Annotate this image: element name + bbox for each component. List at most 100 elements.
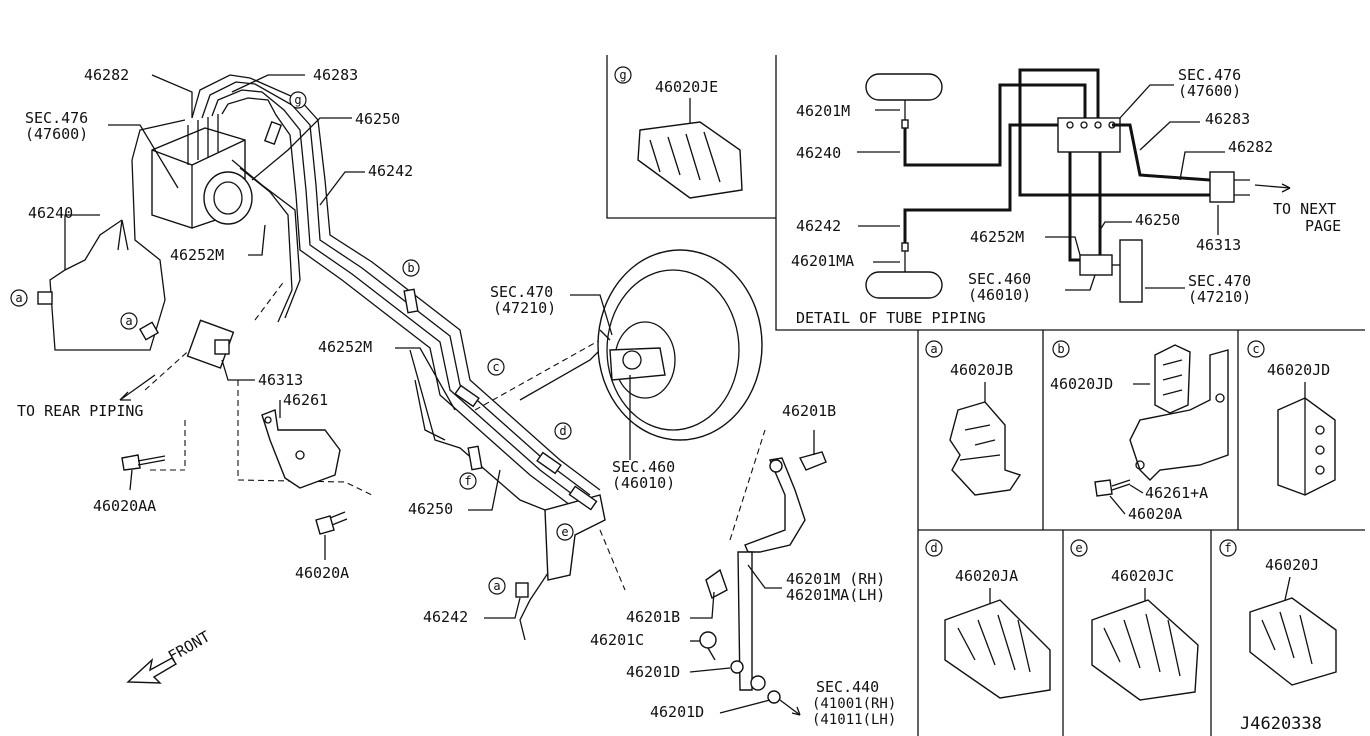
label-46020A-b: 46020A bbox=[1128, 505, 1182, 523]
main-labels: 46282 46283 SEC.476 (47600) 46250 46242 … bbox=[17, 66, 896, 728]
label-46283: 46283 bbox=[313, 66, 358, 84]
label-sec470: SEC.470 bbox=[490, 283, 553, 301]
callout-a-inset: a bbox=[930, 342, 937, 356]
inset-d: d 46020JA bbox=[925, 539, 1051, 699]
label-46250-lower: 46250 bbox=[408, 500, 453, 518]
tube-clips bbox=[37, 120, 598, 598]
label-46313: 46313 bbox=[258, 371, 303, 389]
label-46020JA: 46020JA bbox=[955, 567, 1018, 585]
inset-c: c 46020JD bbox=[1247, 340, 1336, 496]
label-46020JB: 46020JB bbox=[950, 361, 1013, 379]
hose-46201M bbox=[730, 457, 806, 716]
detail-page: PAGE bbox=[1305, 217, 1341, 235]
label-46201D-lower: 46201D bbox=[650, 703, 704, 721]
tube-piping-detail: DETAIL OF TUBE PIPING SEC.476 (47600) 46… bbox=[791, 66, 1341, 327]
inset-a: a 46020JB bbox=[925, 340, 1022, 496]
callout-e: e bbox=[561, 525, 568, 539]
label-sec460-code: (46010) bbox=[612, 474, 675, 492]
detail-46252M: 46252M bbox=[970, 228, 1024, 246]
bracket-46261 bbox=[261, 409, 341, 489]
label-sec470-code: (47210) bbox=[493, 299, 556, 317]
label-sec460: SEC.460 bbox=[612, 458, 675, 476]
detail-title: DETAIL OF TUBE PIPING bbox=[796, 309, 986, 327]
label-46261-plus-a: 46261+A bbox=[1145, 484, 1208, 502]
detail-to-next: TO NEXT bbox=[1273, 200, 1336, 218]
label-46020JD-b: 46020JD bbox=[1050, 375, 1113, 393]
bolt-46020AA bbox=[121, 454, 166, 471]
clip-46201B-upper bbox=[798, 451, 827, 471]
label-46201B-lower: 46201B bbox=[626, 608, 680, 626]
callout-f-inset: f bbox=[1224, 541, 1231, 555]
inset-b: b 46020JD 46261+A 46020A bbox=[1050, 340, 1229, 523]
label-sec440-rh: (41001(RH) bbox=[812, 696, 896, 712]
bolt-46201C bbox=[699, 631, 717, 661]
detail-46242: 46242 bbox=[796, 217, 841, 235]
detail-sec476: SEC.476 bbox=[1178, 66, 1241, 84]
callout-c: c bbox=[492, 360, 499, 374]
detail-sec476-code: (47600) bbox=[1178, 82, 1241, 100]
brake-tubes bbox=[49, 74, 611, 641]
detail-46283: 46283 bbox=[1205, 110, 1250, 128]
front-arrow-icon bbox=[126, 657, 177, 684]
inset-e: e 46020JC bbox=[1070, 539, 1199, 701]
detail-sec470-code: (47210) bbox=[1188, 288, 1251, 306]
callout-a: a bbox=[125, 314, 132, 328]
front-label: FRONT bbox=[165, 627, 213, 665]
label-46201B: 46201B bbox=[782, 402, 836, 420]
label-46020JD-c: 46020JD bbox=[1267, 361, 1330, 379]
detail-46282: 46282 bbox=[1228, 138, 1273, 156]
label-sec440: SEC.440 bbox=[816, 678, 879, 696]
label-46252M: 46252M bbox=[170, 246, 224, 264]
callout-b: b bbox=[407, 261, 414, 275]
label-46020J: 46020J bbox=[1265, 556, 1319, 574]
callout-g-inset: g bbox=[619, 68, 626, 82]
callout-circles: a a g b c d f e a bbox=[10, 91, 574, 595]
detail-sec460-code: (46010) bbox=[968, 286, 1031, 304]
callout-c-inset: c bbox=[1252, 342, 1259, 356]
label-sec476-code: (47600) bbox=[25, 125, 88, 143]
label-46242: 46242 bbox=[368, 162, 413, 180]
callout-d: d bbox=[559, 424, 566, 438]
callout-d-inset: d bbox=[930, 541, 937, 555]
label-sec440-lh: (41011(LH) bbox=[812, 712, 896, 728]
callout-b-inset: b bbox=[1057, 342, 1064, 356]
detail-46201M: 46201M bbox=[796, 102, 850, 120]
label-46282: 46282 bbox=[84, 66, 129, 84]
detail-46313: 46313 bbox=[1196, 236, 1241, 254]
label-46242-lower: 46242 bbox=[423, 608, 468, 626]
to-rear-piping: TO REAR PIPING bbox=[17, 402, 143, 420]
detail-sec460: SEC.460 bbox=[968, 270, 1031, 288]
callout-a: a bbox=[15, 291, 22, 305]
detail-46240: 46240 bbox=[796, 144, 841, 162]
callout-f: f bbox=[464, 474, 471, 488]
label-46020A: 46020A bbox=[295, 564, 349, 582]
valve-46313 bbox=[119, 319, 235, 401]
label-46201M: 46201M (RH) bbox=[786, 570, 885, 588]
label-46252M-lower: 46252M bbox=[318, 338, 372, 356]
leader-lines bbox=[64, 74, 815, 714]
callout-e-inset: e bbox=[1075, 541, 1082, 555]
bolt-46020A bbox=[315, 511, 348, 535]
abs-actuator bbox=[151, 114, 253, 229]
label-46201MA: 46201MA(LH) bbox=[786, 586, 885, 604]
detail-46201MA: 46201MA bbox=[791, 252, 854, 270]
label-46201D: 46201D bbox=[626, 663, 680, 681]
inset-g: g 46020JE bbox=[614, 66, 743, 199]
clip-46201B-lower bbox=[705, 568, 728, 600]
brake-booster bbox=[597, 249, 763, 441]
panel-frames bbox=[606, 55, 1365, 736]
detail-sec470: SEC.470 bbox=[1188, 272, 1251, 290]
callout-g: g bbox=[294, 93, 301, 107]
label-46201C: 46201C bbox=[590, 631, 644, 649]
label-46020JC: 46020JC bbox=[1111, 567, 1174, 585]
label-46020AA: 46020AA bbox=[93, 497, 156, 515]
label-46250: 46250 bbox=[355, 110, 400, 128]
callout-a: a bbox=[493, 579, 500, 593]
diagram-id: J4620338 bbox=[1240, 714, 1322, 734]
bracket-lower-46242 bbox=[544, 494, 606, 581]
label-46240: 46240 bbox=[28, 204, 73, 222]
label-sec476: SEC.476 bbox=[25, 109, 88, 127]
detail-46250: 46250 bbox=[1135, 211, 1180, 229]
